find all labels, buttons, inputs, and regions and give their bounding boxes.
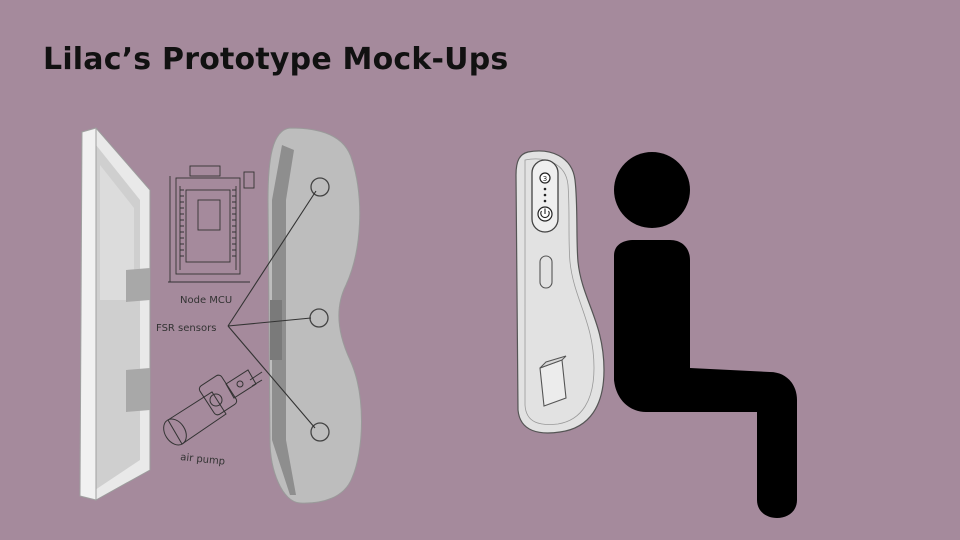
node-mcu-label: Node MCU bbox=[180, 295, 232, 306]
air-pump-sketch bbox=[163, 369, 263, 446]
fsr-sensors-label: FSR sensors bbox=[156, 323, 216, 334]
power-icon[interactable] bbox=[537, 206, 553, 222]
node-mcu-sketch bbox=[168, 165, 255, 283]
charging-port bbox=[539, 255, 553, 289]
fsr-leader-lines bbox=[227, 190, 317, 429]
air-pump-label: air pump bbox=[180, 452, 226, 468]
mode-button-glyph: 3 bbox=[543, 175, 547, 183]
side-device: 3 bbox=[515, 150, 605, 434]
cushion-back-shell bbox=[267, 127, 362, 504]
fsr-sensor-marker bbox=[310, 177, 330, 197]
slide-title: Lilac’s Prototype Mock-Ups bbox=[43, 42, 509, 77]
sitting-person-icon bbox=[614, 152, 797, 518]
cushion-front-panel bbox=[79, 127, 151, 501]
mode-button[interactable] bbox=[539, 172, 551, 184]
fsr-sensor-marker bbox=[310, 422, 330, 442]
